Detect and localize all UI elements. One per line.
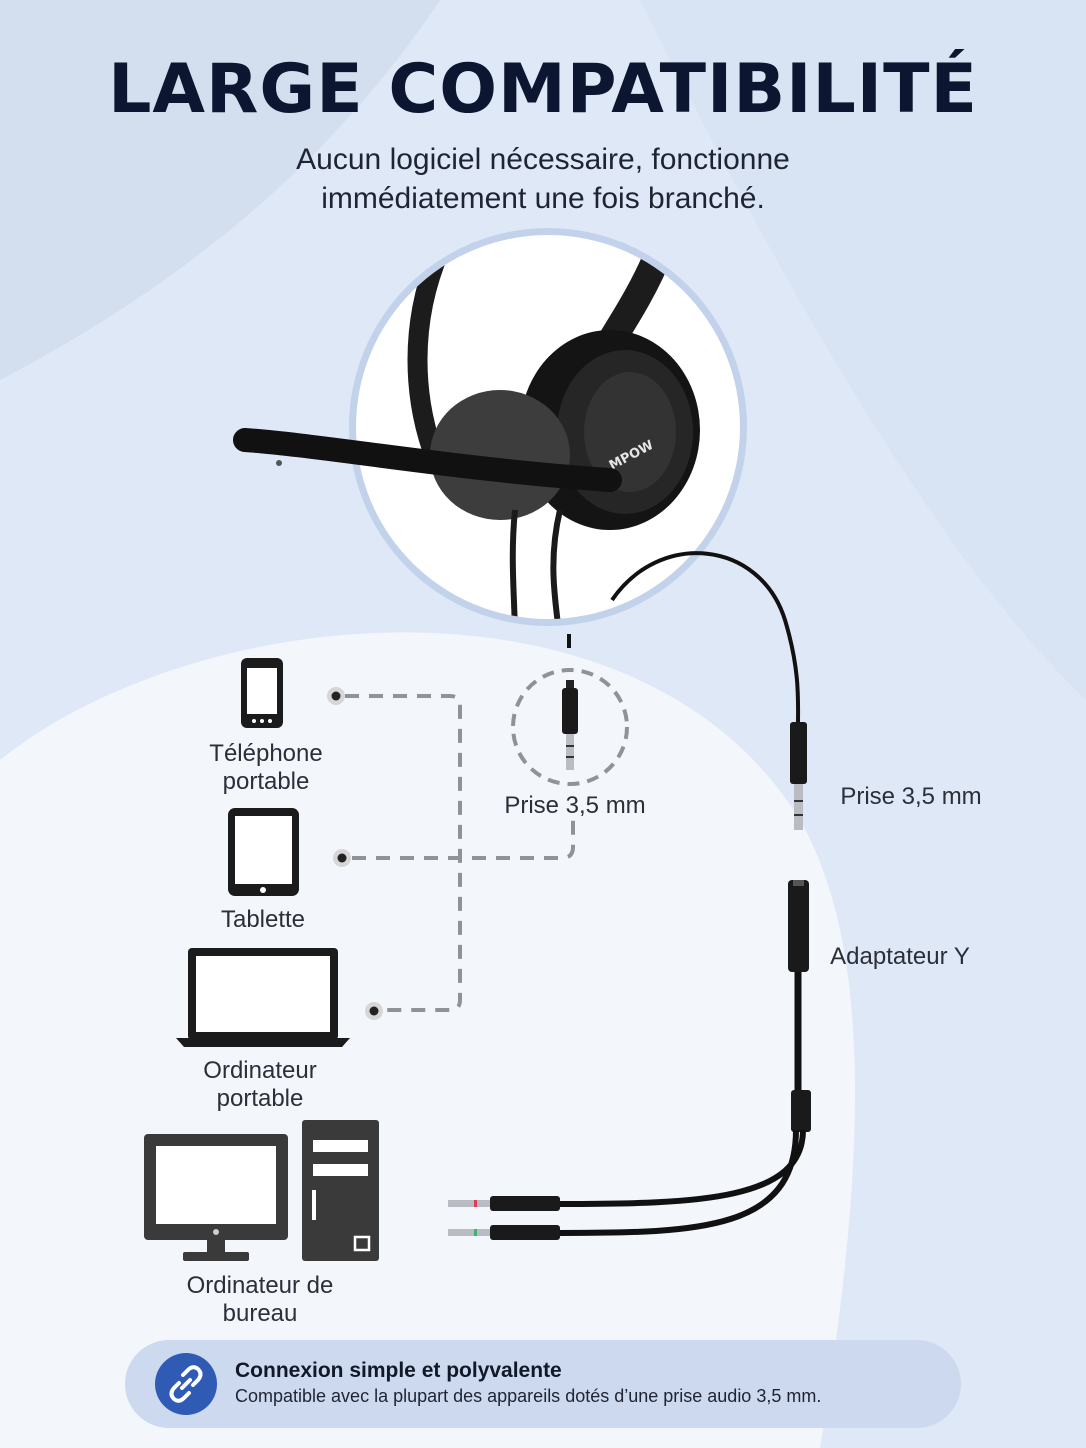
desktop-icon [144, 1134, 288, 1261]
headset-image: MPOW [233, 228, 747, 626]
tower-icon [302, 1120, 379, 1261]
label-jack-right: Prise 3,5 mm [840, 783, 982, 810]
laptop-icon [176, 948, 350, 1047]
label-phone: Téléphone portable [209, 740, 323, 795]
page-subtitle: Aucun logiciel nécessaire, fonctionne im… [296, 143, 790, 215]
connector-dots [327, 687, 383, 1020]
banner-title: Connexion simple et polyvalente [235, 1359, 562, 1382]
tablet-icon [228, 808, 299, 896]
label-jack-center: Prise 3,5 mm [504, 792, 646, 819]
label-laptop: Ordinateur portable [203, 1057, 317, 1112]
banner-description: Compatible avec la plupart des appareils… [235, 1386, 822, 1406]
info-banner: Connexion simple et polyvalente Compatib… [125, 1340, 961, 1428]
label-tablet: Tablette [220, 906, 306, 933]
label-desktop: Ordinateur de bureau [186, 1272, 334, 1327]
phone-icon [241, 658, 283, 728]
label-adapter: Adaptateur Y [830, 943, 970, 970]
jack-icon [562, 680, 578, 770]
page-title: LARGE COMPATIBILITÉ [108, 50, 978, 129]
link-icon [155, 1353, 217, 1415]
